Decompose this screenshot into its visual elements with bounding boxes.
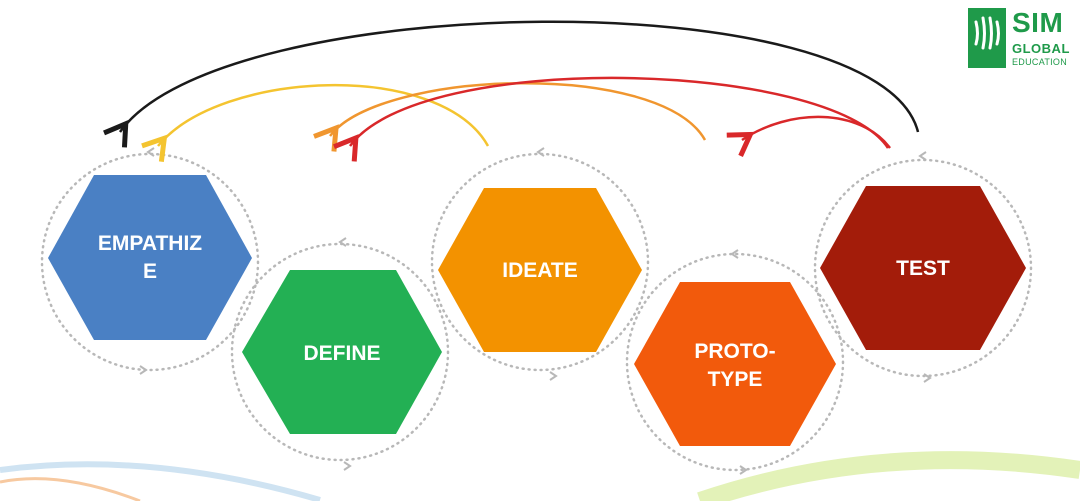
circle-chevron [739, 465, 748, 475]
hexagon-ideate [438, 188, 642, 352]
logo-line-education: EDUCATION [1012, 57, 1068, 67]
hexagon-prototype [634, 282, 836, 446]
arrow-test-to-empathize [103, 20, 920, 148]
stage-label-test: TEST [896, 257, 950, 280]
background-swoosh-blue [0, 461, 321, 501]
hexagon-define [242, 270, 442, 434]
hexagon-empathize [48, 175, 252, 340]
logo-brand: SIM [1012, 7, 1064, 38]
circle-chevron [918, 151, 927, 161]
stage-label-ideate: IDEATE [502, 259, 578, 282]
background-swoosh-green [697, 451, 1080, 501]
arrow-prototype-to-define [313, 82, 707, 152]
cycle-circle-empathize [40, 152, 260, 372]
stage-label-empathize: EMPATHIZ E [97, 232, 203, 283]
circle-chevron [549, 371, 558, 381]
circle-chevron [343, 461, 352, 471]
circle-chevron [536, 147, 545, 157]
stage-label-define: DEFINE [303, 342, 381, 365]
circle-chevron [146, 147, 155, 157]
arrow-test-to-prototype [726, 115, 891, 157]
circle-chevron [338, 237, 347, 247]
circle-chevron [139, 365, 148, 375]
cycle-circle-ideate [430, 152, 650, 372]
logo-mark-icon [968, 8, 1006, 68]
circle-chevron [923, 373, 932, 383]
logo-line-global: GLOBAL [1012, 41, 1070, 56]
cycle-circle-define [230, 242, 450, 462]
cycle-circle-test [813, 158, 1033, 378]
arrow-ideate-to-empathize [141, 83, 490, 162]
circle-chevron [730, 249, 739, 259]
hexagon-test [820, 186, 1026, 350]
arrow-test-to-define [333, 76, 890, 162]
background-swoosh-orange [0, 477, 141, 501]
stage-label-prototype: PROTO- TYPE [694, 340, 776, 391]
sim-global-education-logo: SIM GLOBAL EDUCATION [968, 8, 1076, 72]
cycle-circle-prototype [625, 252, 845, 472]
